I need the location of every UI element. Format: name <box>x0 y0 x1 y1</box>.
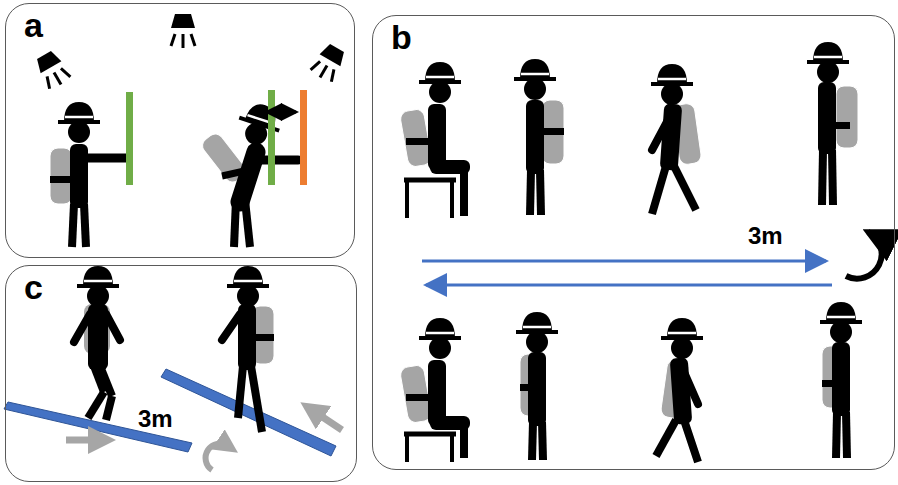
standing-figure-part <box>540 170 541 215</box>
turn-arrow <box>846 232 882 279</box>
walking-figure <box>656 318 703 462</box>
beam-walker-part <box>227 266 269 307</box>
standing-figure <box>516 312 558 460</box>
seated-figure-part <box>404 432 456 437</box>
panel-letter: a <box>24 8 43 42</box>
panel-letter: b <box>391 20 412 54</box>
seated-figure-part <box>419 318 461 359</box>
standing-figure-part <box>514 59 556 100</box>
standing-figure <box>514 59 564 215</box>
beam-walker <box>74 266 120 420</box>
beam-walker-part <box>251 366 262 432</box>
standing-figure-part <box>836 412 837 458</box>
beam-walker-part <box>74 314 90 342</box>
walking-figure-part <box>652 166 666 214</box>
standing-figure-part <box>520 384 546 391</box>
seated-figure-part <box>405 180 409 218</box>
walking-figure-part <box>684 420 698 462</box>
panel-frame: b <box>372 15 895 470</box>
beam-walker-part <box>77 266 119 307</box>
beam-walker-part <box>106 396 112 420</box>
standing-figure-part <box>822 380 850 387</box>
standing-figure <box>807 42 858 205</box>
standing-figure-part <box>807 42 849 83</box>
beam-walker-part <box>250 334 274 341</box>
walk-arrow <box>426 284 832 287</box>
seated-figure-part <box>460 424 468 458</box>
beam-walker <box>222 266 274 432</box>
bending-figure <box>199 99 298 247</box>
standing-figure-part <box>846 412 847 458</box>
panel-frame: c <box>5 265 357 482</box>
standing-figure-part <box>530 170 531 215</box>
walking-figure-part <box>674 166 696 210</box>
bending-figure-part <box>245 200 250 247</box>
walking-figure-part <box>661 318 703 359</box>
lamp-icon <box>34 14 348 91</box>
standing-figure-part <box>818 82 836 154</box>
walk-arrow <box>422 260 826 263</box>
reaching-figure <box>50 102 126 247</box>
walking-figure-part <box>684 372 698 404</box>
seated-figure-part <box>406 138 446 145</box>
dimension-label: 3m <box>748 224 783 248</box>
panel-letter: c <box>24 270 43 304</box>
standing-figure-part <box>540 128 564 135</box>
walk-arrow <box>66 437 102 444</box>
seated-figure-part <box>460 168 468 216</box>
lamp-icon-part <box>310 42 348 83</box>
bending-figure-part <box>233 99 286 151</box>
walking-figure-part <box>652 120 668 150</box>
seated-figure-part <box>450 434 454 462</box>
reaching-figure-part <box>58 102 100 143</box>
reaching-figure-part <box>72 204 74 247</box>
seated-figure-part <box>450 180 454 218</box>
seated-figure-part <box>419 62 461 103</box>
reaching-figure-part <box>84 204 86 247</box>
seated-figure-part <box>405 434 409 462</box>
reach-marker <box>268 90 275 185</box>
balance-beam <box>161 369 336 456</box>
lamp-icon-part <box>34 49 72 90</box>
dimension-label: 3m <box>138 407 173 431</box>
distance-arrow <box>279 111 296 114</box>
standing-figure-part <box>532 422 533 460</box>
bending-figure-part <box>256 156 298 165</box>
walking-figure-part <box>651 64 693 105</box>
seated-figure <box>399 318 470 462</box>
seated-figure <box>399 62 470 218</box>
reaching-figure-part <box>50 176 88 183</box>
reaching-figure-part <box>86 154 126 163</box>
lamp-icon-part <box>171 14 195 48</box>
standing-figure-part <box>832 342 850 416</box>
reach-marker <box>126 92 133 185</box>
standing-figure-part <box>832 150 833 205</box>
turn-arrow <box>206 444 228 470</box>
beam-walker-part <box>100 366 112 396</box>
panel-frame: a <box>5 3 355 258</box>
reach-marker <box>300 90 307 185</box>
standing-figure-part <box>836 86 858 148</box>
standing-figure-part <box>820 302 862 343</box>
beam-walker-part <box>222 314 240 340</box>
walk-arrow <box>312 410 342 430</box>
walking-figure <box>651 64 702 214</box>
standing-figure-part <box>822 150 823 205</box>
standing-figure-part <box>526 100 544 174</box>
standing-figure-part <box>516 312 558 353</box>
beam-walker-part <box>88 392 104 418</box>
standing-figure <box>820 302 862 458</box>
seated-figure-part <box>404 178 456 183</box>
beam-walker-part <box>238 366 243 418</box>
bending-figure-part <box>234 200 236 247</box>
bending-figure-part <box>222 168 258 176</box>
seated-figure-part <box>406 394 446 401</box>
standing-figure-part <box>542 422 543 460</box>
standing-figure-part <box>832 122 850 129</box>
balance-beam <box>4 402 192 452</box>
walking-figure-part <box>656 420 676 456</box>
beam-walker-part <box>106 314 120 340</box>
